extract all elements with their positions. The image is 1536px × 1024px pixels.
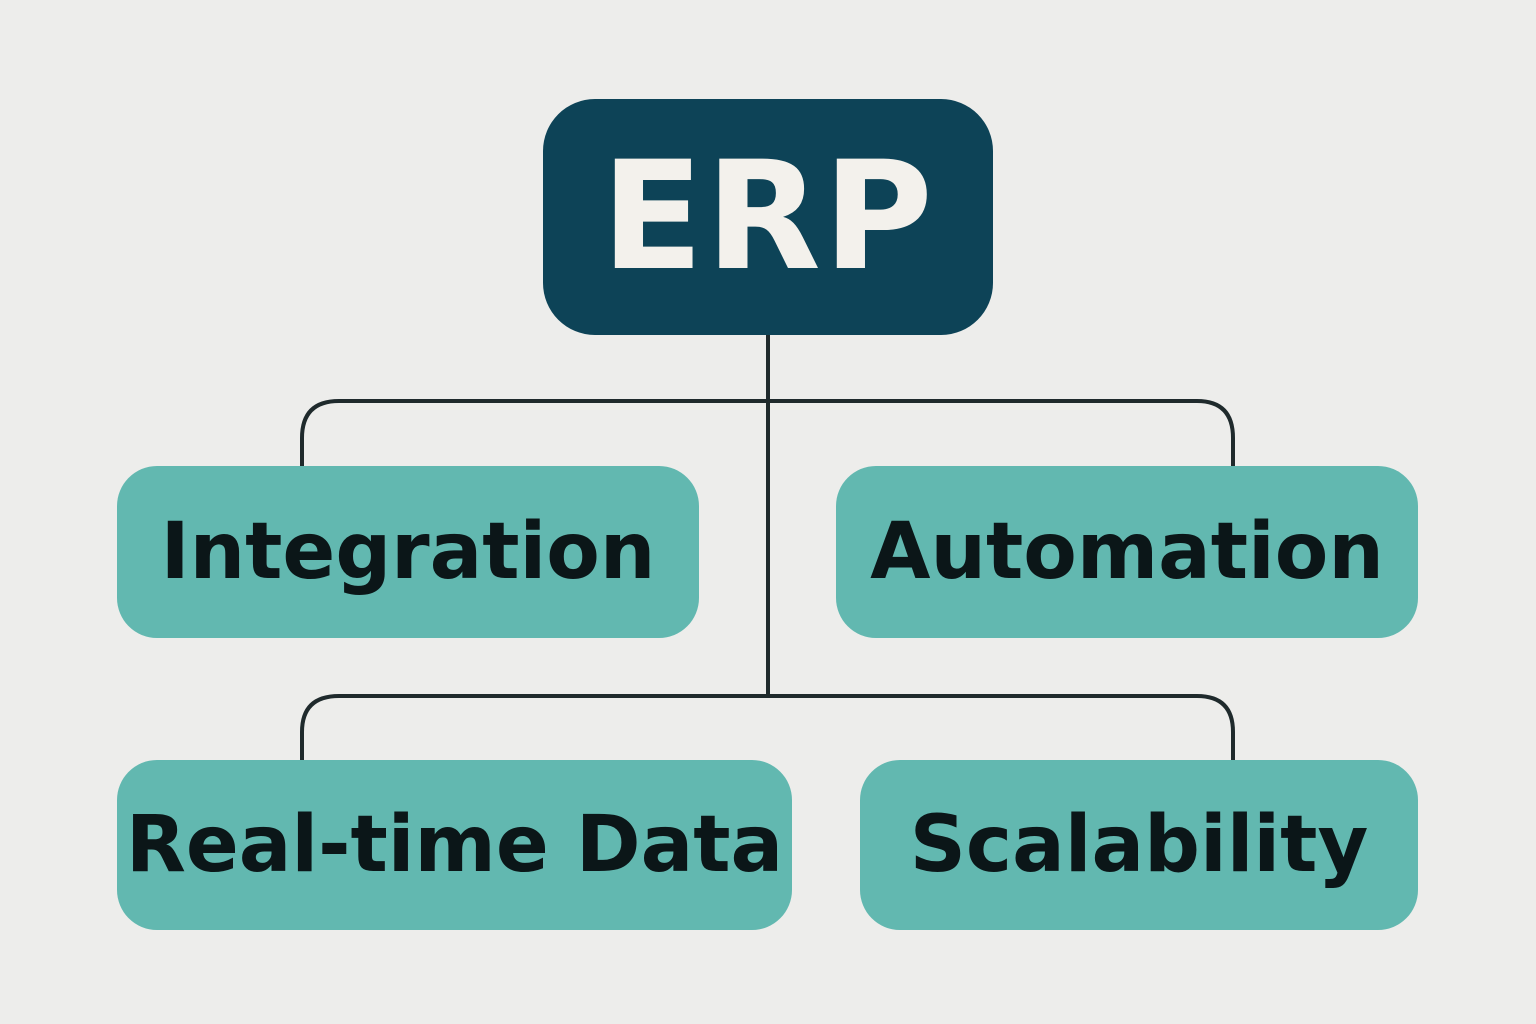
lower-branch-line [300,694,1235,760]
upper-branch-line [300,399,1235,466]
automation-node: Automation [836,466,1418,638]
integration-label: Integration [160,507,656,597]
erp-root-label: ERP [601,130,935,304]
erp-root-node: ERP [543,99,993,335]
real-time-data-node: Real-time Data [117,760,792,930]
real-time-data-label: Real-time Data [125,800,784,890]
scalability-node: Scalability [860,760,1418,930]
integration-node: Integration [117,466,699,638]
automation-label: Automation [870,507,1384,597]
scalability-label: Scalability [909,800,1369,890]
